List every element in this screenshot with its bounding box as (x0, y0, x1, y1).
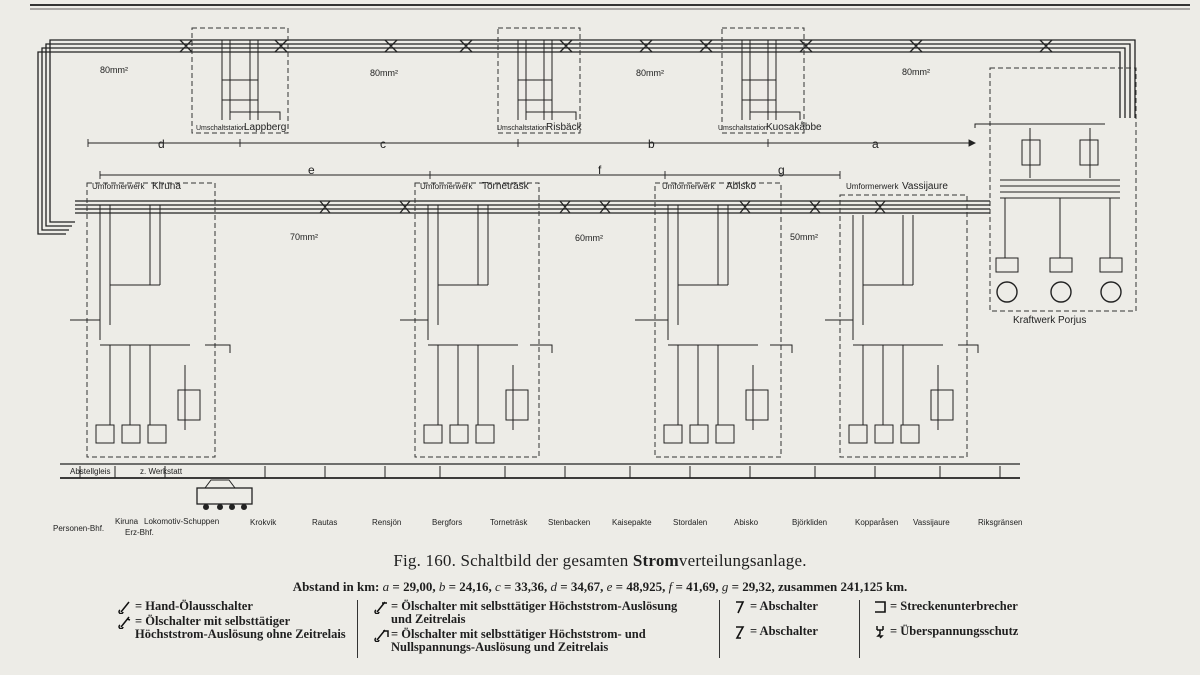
locomotive-icon (196, 479, 253, 510)
switching-station-kuosakabbe: Umschaltstation Kuosakåbbe (718, 27, 822, 134)
circuit-diagram: 80mm² 80mm² 80mm² 80mm² Umschaltstation … (30, 4, 1190, 537)
converter-vassijaure: Umformerwerk Vassijaure (825, 181, 979, 458)
distance-letter-b: b (648, 137, 655, 151)
oil-switch-overcurrent-icon (118, 616, 131, 629)
svg-text:Abisko: Abisko (726, 181, 756, 192)
converter-kiruna: Umformerwerk Kiruna (70, 181, 231, 458)
station-label: Stordalen (673, 518, 707, 527)
legend-column-2: = Ölschalter mit selbsttätiger Höchststr… (373, 600, 693, 656)
svg-text:Lappberg: Lappberg (244, 122, 286, 133)
legend-item: = Streckenunterbrecher (872, 600, 1062, 613)
station-label: Erz-Bhf. (125, 528, 154, 537)
station-label: Rautas (312, 518, 337, 527)
surge-protection-icon (876, 626, 884, 639)
svg-text:Vassijaure: Vassijaure (902, 181, 948, 192)
distance-list: Abstand in km: a = 29,00, b = 24,16, c =… (292, 579, 908, 594)
station-label: Abstellgleis (70, 467, 110, 476)
svg-text:80mm²: 80mm² (902, 67, 930, 77)
distance-arrows-upper (87, 139, 977, 147)
station-label: Stenbacken (548, 518, 590, 527)
station-labels: Abstellgleis z. Werkstatt Personen-Bhf. … (53, 467, 1022, 537)
legend-column-3: = Abschalter = Abschalter (732, 600, 852, 640)
station-label: Personen-Bhf. (53, 524, 104, 533)
station-label: Abisko (734, 518, 759, 527)
station-label: Kiruna (115, 517, 139, 526)
legend-item: = Abschalter (732, 600, 852, 614)
oil-switch-timer-icon (374, 601, 387, 614)
station-label: Krokvik (250, 518, 277, 527)
distance-letter-c: c (380, 137, 386, 151)
converter-tornetrask: Umformerwerk Torneträsk (400, 181, 553, 458)
svg-text:Risbäck: Risbäck (546, 122, 583, 133)
disconnector-icon (736, 601, 745, 614)
switching-station-risback: Umschaltstation Risbäck (497, 27, 583, 134)
svg-text:Umformerwerk: Umformerwerk (92, 182, 145, 191)
station-label: Kopparåsen (855, 518, 898, 527)
svg-text:Umformerwerk: Umformerwerk (846, 182, 899, 191)
station-label: z. Werkstatt (140, 467, 183, 476)
svg-text:Kuosakåbbe: Kuosakåbbe (766, 121, 822, 133)
svg-text:Umformerwerk: Umformerwerk (420, 182, 473, 191)
svg-text:80mm²: 80mm² (100, 65, 128, 75)
svg-text:Umschaltstation: Umschaltstation (497, 125, 547, 132)
cable-labels-lower: 70mm² 60mm² 50mm² (290, 232, 818, 243)
svg-text:80mm²: 80mm² (636, 68, 664, 78)
section-insulator-icon (875, 601, 886, 613)
station-label: Bergfors (432, 518, 462, 527)
legend-item: = Ölschalter mit selbsttätiger Höchststr… (117, 615, 347, 641)
legend-item: = Ölschalter mit selbsttätiger Höchststr… (373, 600, 693, 626)
converter-abisko: Umformerwerk Abisko (635, 181, 793, 458)
svg-text:50mm²: 50mm² (790, 232, 818, 242)
legend-item: = Abschalter (732, 625, 852, 639)
station-label: Lokomotiv-Schuppen (144, 517, 219, 526)
station-label: Riksgränsen (978, 518, 1022, 527)
svg-text:Torneträsk: Torneträsk (482, 181, 530, 192)
distance-arrows-lower (99, 171, 841, 179)
legend-column-4: = Streckenunterbrecher = Überspannungssc… (872, 600, 1062, 640)
station-label: Vassijaure (913, 518, 950, 527)
legend-column-1: = Hand-Ölausschalter = Ölschalter mit se… (117, 600, 347, 643)
svg-text:Umschaltstation: Umschaltstation (196, 125, 246, 132)
switching-station-lappberg: Umschaltstation Lappberg (191, 27, 289, 134)
legend-item: = Überspannungsschutz (872, 625, 1062, 639)
oil-switch-undervoltage-icon (374, 629, 389, 642)
svg-text:Kraftwerk Porjus: Kraftwerk Porjus (1013, 315, 1086, 326)
distance-letter-d: d (158, 137, 165, 151)
upper-transmission-line (37, 39, 1136, 235)
svg-text:Kiruna: Kiruna (152, 181, 181, 192)
legend-separator (357, 600, 358, 658)
station-label: Rensjön (372, 518, 401, 527)
contact-line (60, 463, 1020, 479)
lower-transmission-line (75, 200, 990, 214)
legend-item: = Hand-Ölausschalter (117, 600, 347, 614)
station-label: Torneträsk (490, 518, 528, 527)
station-label: Kaisepakte (612, 518, 652, 527)
legend-separator (719, 600, 720, 658)
legend-separator (859, 600, 860, 658)
svg-text:70mm²: 70mm² (290, 232, 318, 242)
svg-text:Umformerwerk: Umformerwerk (662, 182, 715, 191)
distance-letter-f: f (598, 163, 602, 177)
legend-item: = Ölschalter mit selbsttätiger Höchststr… (373, 628, 693, 654)
hand-oil-switch-icon (118, 601, 130, 614)
legend: = Hand-Ölausschalter = Ölschalter mit se… (117, 600, 1057, 662)
station-label: Björkliden (792, 518, 827, 527)
distance-letter-a: a (872, 137, 879, 151)
distance-letter-g: g (778, 163, 785, 177)
disconnector-variant-icon (735, 626, 745, 639)
cable-labels-top: 80mm² 80mm² 80mm² 80mm² (100, 65, 930, 78)
svg-text:80mm²: 80mm² (370, 68, 398, 78)
svg-text:60mm²: 60mm² (575, 233, 603, 243)
power-plant-porjus: Kraftwerk Porjus (974, 67, 1137, 326)
figure-caption: Fig. 160. Schaltbild der gesamten Stromv… (393, 551, 807, 570)
svg-text:Umschaltstation: Umschaltstation (718, 125, 768, 132)
distance-letter-e: e (308, 163, 315, 177)
